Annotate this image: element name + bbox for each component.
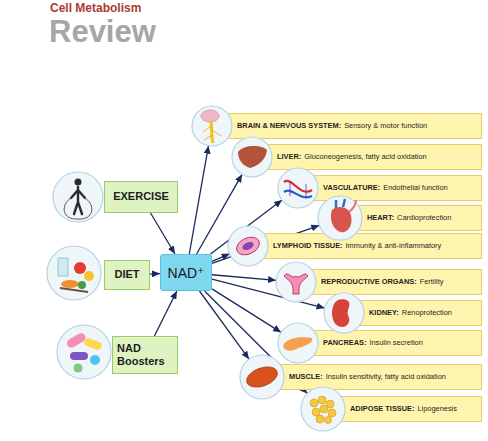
organ-box: LYMPHOID TISSUE:Immunity & anti-inflamma… <box>228 226 482 266</box>
organ-box: LIVER:Gluconeogenesis, fatty acid oxidat… <box>232 137 482 177</box>
organ-box: VASCULATURE:Endothelial function <box>278 168 482 208</box>
organ-box: REPRODUCTIVE ORGANS:Fertility <box>276 262 482 302</box>
organ-text: MUSCLE:Insulin sensitivity, fatty acid o… <box>289 373 446 382</box>
organ-function: Cardioprotection <box>397 213 451 222</box>
organ-function: Sensory & motor function <box>344 121 427 130</box>
organ-function: Endothelial function <box>383 183 448 192</box>
organ-band: PANCREAS:Insulin secretion <box>298 330 482 356</box>
organ-text: ADIPOSE TISSUE:Lipogenesis <box>350 405 457 414</box>
organ-text: VASCULATURE:Endothelial function <box>323 184 448 193</box>
organ-name: LYMPHOID TISSUE: <box>273 241 343 250</box>
organ-band: BRAIN & NERVOUS SYSTEM:Sensory & motor f… <box>212 113 482 139</box>
organ-name: VASCULATURE: <box>323 183 380 192</box>
organ-band: HEART:Cardioprotection <box>340 205 482 231</box>
booster-pills <box>65 332 102 373</box>
organ-name: LIVER: <box>277 152 301 161</box>
source-label: EXERCISE <box>113 190 169 203</box>
organ-text: PANCREAS:Insulin secretion <box>323 339 423 348</box>
organ-name: BRAIN & NERVOUS SYSTEM: <box>237 121 341 130</box>
organ-name: MUSCLE: <box>289 372 323 381</box>
arrow-connector <box>212 289 281 332</box>
organ-box: MUSCLE:Insulin sensitivity, fatty acid o… <box>240 355 482 399</box>
organ-text: LIVER:Gluconeogenesis, fatty acid oxidat… <box>277 153 427 162</box>
arrow-connector <box>212 275 276 281</box>
organ-name: KIDNEY: <box>369 308 399 317</box>
organ-box: PANCREAS:Insulin secretion <box>278 323 482 363</box>
hub-label: NAD⁺ <box>168 265 205 281</box>
organ-function: Gluconeogenesis, fatty acid oxidation <box>304 152 426 161</box>
exercise-icon-circle <box>53 172 103 222</box>
source-box: EXERCISE <box>104 181 178 213</box>
article-type: Review <box>49 14 156 50</box>
booster-icon-circle <box>57 325 111 379</box>
arrow-connector <box>154 291 176 336</box>
organ-text: KIDNEY:Renoprotection <box>369 309 452 318</box>
organ-box: KIDNEY:Renoprotection <box>324 293 482 333</box>
organ-name: HEART: <box>367 213 394 222</box>
organ-function: Insulin secretion <box>369 338 422 347</box>
arrow-connector <box>212 254 230 262</box>
organ-function: Immunity & anti-inflammatory <box>346 241 442 250</box>
exercise-figure <box>64 179 92 220</box>
organ-function: Insulin sensitivity, fatty acid oxidatio… <box>326 372 446 381</box>
organ-box: BRAIN & NERVOUS SYSTEM:Sensory & motor f… <box>192 106 482 146</box>
diet-icon-circle <box>47 246 101 300</box>
source-box: NAD Boosters <box>112 336 178 374</box>
organ-text: HEART:Cardioprotection <box>367 214 451 223</box>
organ-band: LIVER:Gluconeogenesis, fatty acid oxidat… <box>252 144 482 170</box>
arrow-connector <box>150 273 160 275</box>
organ-band: ADIPOSE TISSUE:Lipogenesis <box>323 396 482 422</box>
organ-band: MUSCLE:Insulin sensitivity, fatty acid o… <box>262 364 482 390</box>
arrow-connector <box>197 174 243 254</box>
journal-name: Cell Metabolism <box>50 1 141 15</box>
source-label: DIET <box>114 268 139 281</box>
organ-box: ADIPOSE TISSUE:Lipogenesis <box>301 387 482 431</box>
organ-text: BRAIN & NERVOUS SYSTEM:Sensory & motor f… <box>237 122 427 131</box>
organ-name: ADIPOSE TISSUE: <box>350 404 414 413</box>
organ-band: VASCULATURE:Endothelial function <box>298 175 482 201</box>
source-label: NAD Boosters <box>117 342 173 368</box>
hub-box: NAD⁺ <box>160 254 212 291</box>
organ-name: REPRODUCTIVE ORGANS: <box>321 277 417 286</box>
organ-function: Renoprotection <box>402 308 452 317</box>
organ-function: Lipogenesis <box>417 404 456 413</box>
organ-band: KIDNEY:Renoprotection <box>344 300 482 326</box>
diet-food <box>58 258 94 292</box>
organ-band: REPRODUCTIVE ORGANS:Fertility <box>296 269 482 295</box>
arrow-connector <box>151 213 175 254</box>
organ-function: Fertility <box>420 277 444 286</box>
organ-text: LYMPHOID TISSUE:Immunity & anti-inflamma… <box>273 242 441 251</box>
organ-name: PANCREAS: <box>323 338 366 347</box>
organ-text: REPRODUCTIVE ORGANS:Fertility <box>321 278 444 287</box>
source-box: DIET <box>104 260 150 290</box>
organ-band: LYMPHOID TISSUE:Immunity & anti-inflamma… <box>248 233 482 259</box>
arrow-connector <box>199 291 249 359</box>
